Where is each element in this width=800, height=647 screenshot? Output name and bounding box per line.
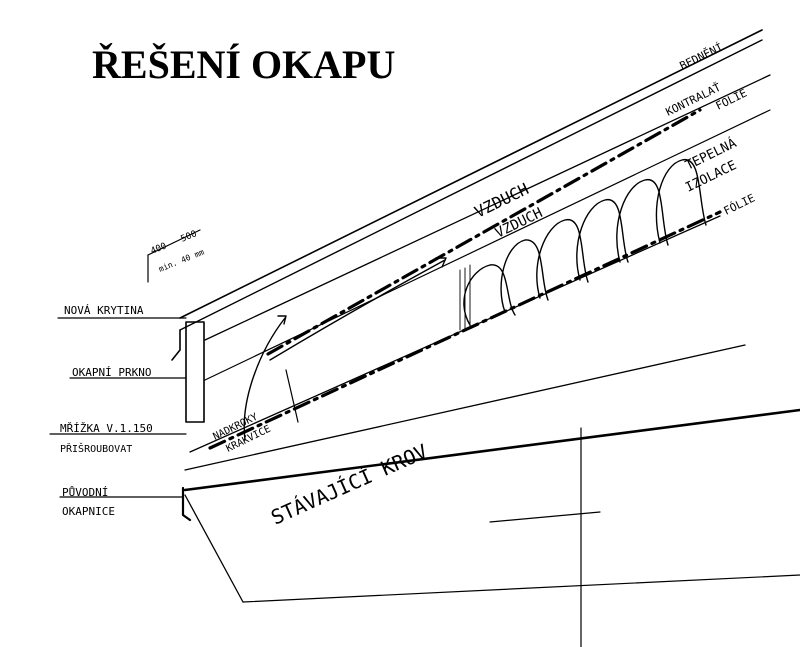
label-stavajici-krov: STÁVAJÍCÍ KROV bbox=[267, 439, 431, 529]
label-okapnice: OKAPNICE bbox=[62, 505, 115, 518]
air-arrow-2 bbox=[269, 259, 446, 361]
rafter-bottom-line bbox=[242, 574, 800, 603]
insulation-waves bbox=[459, 159, 707, 331]
krytina-line bbox=[179, 39, 763, 331]
label-puvodni: PŮVODNÍ bbox=[62, 486, 108, 499]
page-title: ŘEŠENÍ OKAPU bbox=[92, 42, 395, 87]
airflow-arrows bbox=[243, 257, 447, 441]
label-bedneni: BEDNĚNÍ bbox=[678, 41, 725, 73]
label-folie-bottom: FÓLIE bbox=[722, 191, 757, 217]
roof-layers bbox=[179, 29, 800, 647]
nadkroky-pointer bbox=[285, 369, 299, 423]
leader-lines bbox=[49, 229, 601, 523]
label-okapni-prkno: OKAPNÍ PRKNO bbox=[72, 366, 151, 379]
rafter-top-line bbox=[184, 344, 746, 471]
rafter-end-line bbox=[184, 494, 244, 603]
inner-line bbox=[204, 109, 771, 381]
kontralat-line bbox=[204, 74, 771, 341]
air-arrow-1 bbox=[243, 317, 286, 441]
bedneni-line bbox=[179, 29, 763, 319]
label-nova-krytina: NOVÁ KRYTINA bbox=[64, 304, 144, 317]
upper-foil-line bbox=[266, 108, 702, 356]
label-mrizka: MŘÍŽKA V.1.150 bbox=[60, 422, 153, 435]
eave-base-line bbox=[183, 408, 800, 492]
puvodni-okapnice-shape bbox=[181, 486, 192, 522]
label-prisroubovat: PŘIŠROUBOVAT bbox=[60, 442, 132, 455]
